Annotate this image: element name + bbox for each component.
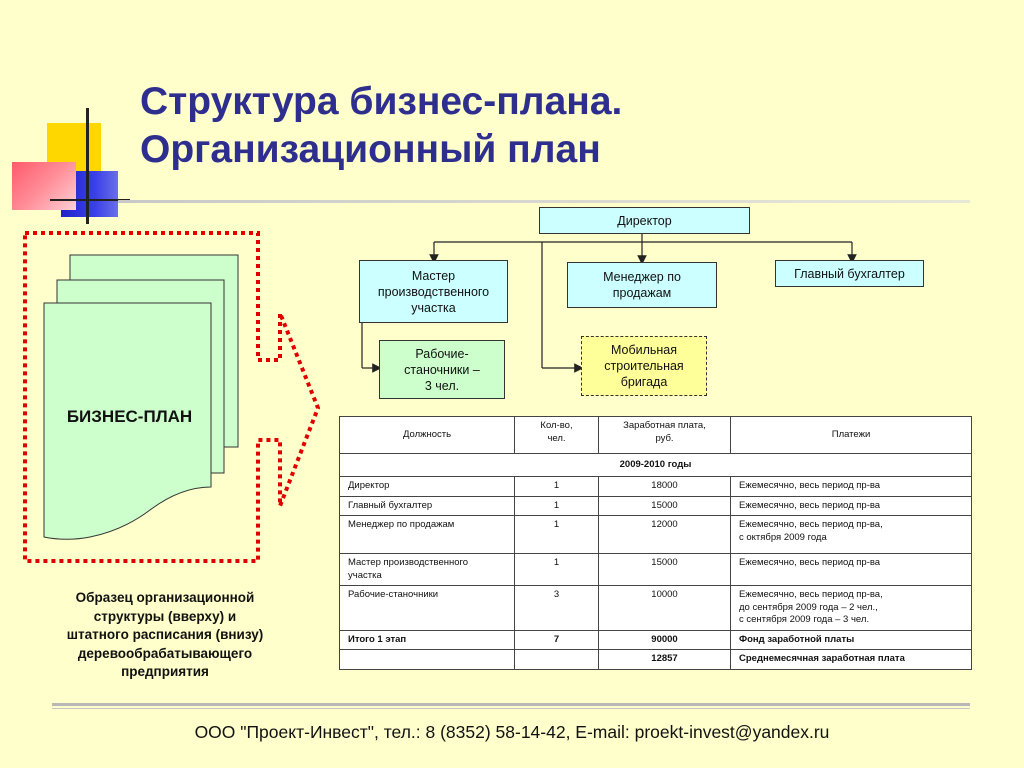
cell-count: 3 xyxy=(514,585,599,631)
business-plan-illustration xyxy=(23,231,321,563)
footer-divider-thin xyxy=(52,708,970,709)
cell-empty xyxy=(514,649,599,670)
business-plan-label: БИЗНЕС-ПЛАН xyxy=(66,407,193,426)
header-count: Кол-во, чел. xyxy=(514,416,599,454)
header-line: Кол-во, xyxy=(540,420,573,431)
cell-position: Рабочие-станочники xyxy=(339,585,515,631)
org-label-line: Мастер xyxy=(411,268,456,283)
header-line: руб. xyxy=(655,432,674,444)
title-underline xyxy=(118,200,970,203)
cell-count: 1 xyxy=(514,495,599,516)
table-total-row: Итого 1 этап 7 90000 Фонд заработной пла… xyxy=(339,629,972,650)
footer-contacts: ООО "Проект-Инвест", тел.: 8 (8352) 58-1… xyxy=(194,722,830,742)
org-box-workers: Рабочие- станочники – 3 чел. xyxy=(379,340,505,399)
cell-empty xyxy=(339,649,515,670)
position-line: Мастер производственного xyxy=(348,557,469,568)
payments-line: с октября 2009 года xyxy=(739,531,827,543)
org-box-director: Директор xyxy=(539,207,750,234)
header-line: чел. xyxy=(547,432,566,444)
cell-payments: Ежемесячно, весь период пр-ва xyxy=(730,476,972,497)
logo-horizontal-line xyxy=(50,199,130,201)
table-header-row: Должность Кол-во, чел. Заработная плата,… xyxy=(339,416,972,454)
caption: Образец организационной структуры (вверх… xyxy=(30,589,300,682)
org-accountant-label: Главный бухгалтер xyxy=(794,266,905,281)
cell-salary: 10000 xyxy=(598,585,731,631)
cell-payments: Ежемесячно, весь период пр-ва, до сентяб… xyxy=(730,585,972,631)
cell-salary: 15000 xyxy=(598,553,731,586)
table-row: Директор 1 18000 Ежемесячно, весь период… xyxy=(339,476,972,497)
cell-average-payments: Среднемесячная заработная плата xyxy=(730,649,972,670)
period-cell: 2009-2010 годы xyxy=(339,453,972,477)
header-position: Должность xyxy=(339,416,515,454)
cell-total-count: 7 xyxy=(514,629,599,650)
staff-schedule-table: Должность Кол-во, чел. Заработная плата,… xyxy=(339,416,972,670)
cell-salary: 12000 xyxy=(598,515,731,554)
org-box-accountant: Главный бухгалтер xyxy=(775,260,924,287)
cell-position: Главный бухгалтер xyxy=(339,495,515,516)
table-row: Мастер производственного участка 1 15000… xyxy=(339,553,972,586)
payments-line: с сентября 2009 года – 3 чел. xyxy=(739,614,870,625)
cell-total-salary: 90000 xyxy=(598,629,731,650)
table-row: Менеджер по продажам 1 12000 Ежемесячно,… xyxy=(339,515,972,554)
cell-total-label: Итого 1 этап xyxy=(339,629,515,650)
cell-position: Мастер производственного участка xyxy=(339,553,515,586)
payments-line: до сентября 2009 года – 2 чел., xyxy=(739,601,878,613)
cell-salary: 15000 xyxy=(598,495,731,516)
table-period-row: 2009-2010 годы xyxy=(339,453,972,477)
caption-line: деревообрабатывающего xyxy=(77,645,253,661)
org-box-master: Мастер производственного участка xyxy=(359,260,508,323)
title-line-2: Организационный план xyxy=(140,128,601,171)
caption-line: предприятия xyxy=(121,664,209,679)
org-director-label: Директор xyxy=(617,213,672,228)
org-label-line: 3 чел. xyxy=(424,378,460,393)
logo-square-red xyxy=(12,162,76,210)
caption-line: структуры (вверху) и xyxy=(93,608,237,624)
org-label-line: участка xyxy=(411,300,456,315)
org-label-line: производственного xyxy=(377,284,490,299)
cell-payments: Ежемесячно, весь период пр-ва, с октября… xyxy=(730,515,972,554)
position-line: участка xyxy=(348,569,382,581)
org-label-line: строительная xyxy=(604,359,684,373)
org-label-line: бригада xyxy=(620,375,668,389)
table-average-row: 12857 Среднемесячная заработная плата xyxy=(339,649,972,670)
cell-salary: 18000 xyxy=(598,476,731,497)
org-label-line: станочники – xyxy=(404,362,480,377)
header-line: Заработная плата, xyxy=(623,420,706,431)
org-label-line: Менеджер по xyxy=(603,270,681,284)
dotted-arrow-frame xyxy=(23,231,321,563)
org-box-mobile-brigade: Мобильная строительная бригада xyxy=(581,336,707,396)
table-row: Рабочие-станочники 3 10000 Ежемесячно, в… xyxy=(339,585,972,631)
page-title: Структура бизнес-плана. Организационный … xyxy=(140,78,980,174)
cell-position: Директор xyxy=(339,476,515,497)
payments-line: Ежемесячно, весь период пр-ва, xyxy=(739,589,883,600)
cell-count: 1 xyxy=(514,553,599,586)
org-chart-connectors xyxy=(361,234,857,373)
org-label-line: продажам xyxy=(612,286,672,300)
footer-divider xyxy=(52,703,970,706)
cell-payments: Ежемесячно, весь период пр-ва xyxy=(730,553,972,586)
cell-count: 1 xyxy=(514,476,599,497)
header-salary: Заработная плата, руб. xyxy=(598,416,731,454)
cell-count: 1 xyxy=(514,515,599,554)
caption-line: штатного расписания (внизу) xyxy=(66,627,264,642)
header-payments: Платежи xyxy=(730,416,972,454)
cell-payments: Ежемесячно, весь период пр-ва xyxy=(730,495,972,516)
payments-line: Ежемесячно, весь период пр-ва, xyxy=(739,519,883,530)
org-label-line: Рабочие- xyxy=(415,346,469,361)
table-row: Главный бухгалтер 1 15000 Ежемесячно, ве… xyxy=(339,495,972,516)
title-line-1: Структура бизнес-плана. xyxy=(140,80,623,123)
org-label-line: Мобильная xyxy=(610,343,678,357)
cell-position: Менеджер по продажам xyxy=(339,515,515,554)
document-front xyxy=(43,302,212,540)
cell-average-salary: 12857 xyxy=(598,649,731,670)
cell-total-payments: Фонд заработной платы xyxy=(730,629,972,650)
org-box-manager: Менеджер по продажам xyxy=(567,262,717,308)
logo-vertical-line xyxy=(86,108,89,224)
caption-line: Образец организационной xyxy=(75,590,255,605)
